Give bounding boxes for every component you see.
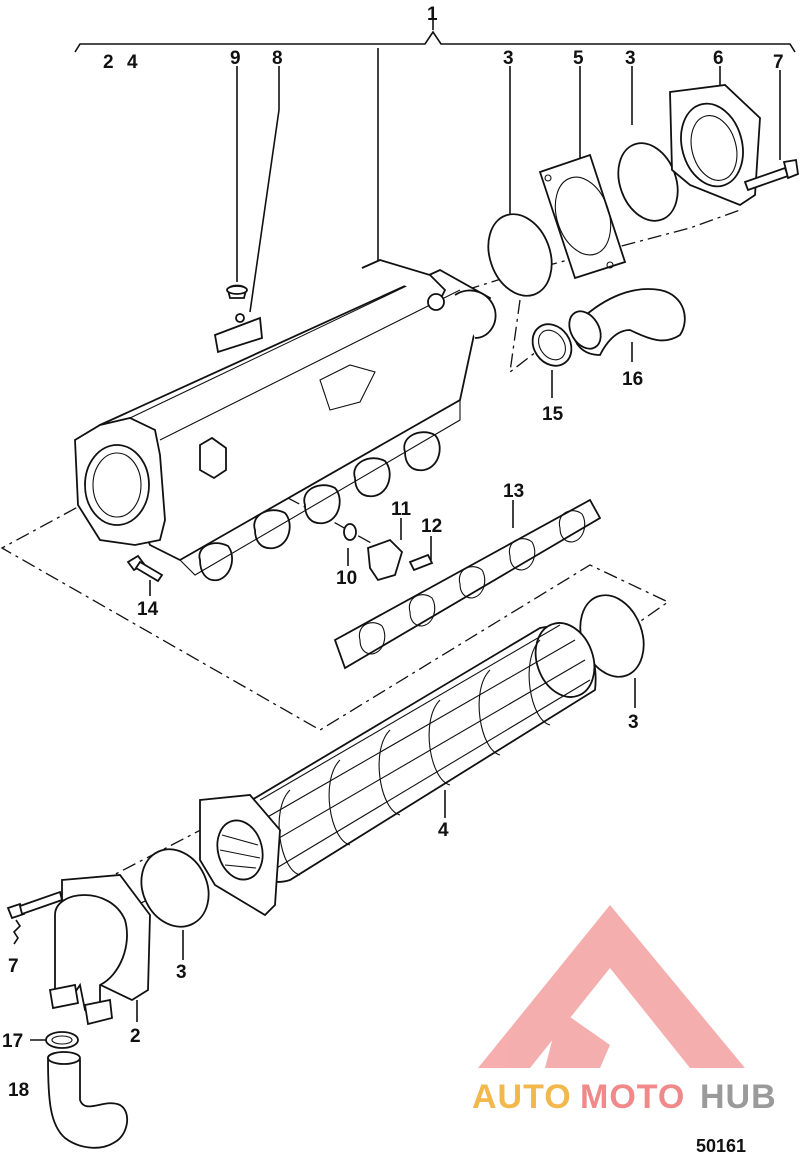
heat-exchanger-core xyxy=(233,622,597,883)
o-ring-bottom xyxy=(140,848,210,928)
callout-18: 18 xyxy=(8,1080,29,1101)
callout-3-a: 3 xyxy=(503,48,514,69)
exhaust-manifold xyxy=(74,259,497,562)
callout-7-top: 7 xyxy=(773,52,784,73)
callout-7-bottom: 7 xyxy=(8,956,19,977)
heat-exchanger-flange xyxy=(199,794,281,917)
watermark-text-auto: AUTO xyxy=(472,1078,572,1116)
callout-9: 9 xyxy=(230,48,241,69)
end-cover xyxy=(48,874,151,1026)
callout-2-bottom: 2 xyxy=(130,1026,141,1047)
callout-2: 2 xyxy=(103,52,114,73)
watermark-text-hub: HUB xyxy=(700,1078,777,1116)
hose-clamp-lower xyxy=(45,1031,79,1049)
callout-14: 14 xyxy=(137,599,159,620)
watermark-text-moto: MOTO xyxy=(580,1078,685,1116)
callout-1: 1 xyxy=(427,4,438,25)
callout-3-b: 3 xyxy=(625,48,636,69)
callout-8: 8 xyxy=(272,48,283,69)
callout-4-top: 4 xyxy=(127,52,138,73)
callout-11: 11 xyxy=(391,499,412,520)
flange-gasket xyxy=(538,153,627,280)
bolt-top xyxy=(743,158,799,192)
callout-10: 10 xyxy=(336,568,357,589)
hose-lower xyxy=(47,1051,129,1149)
hose-upper xyxy=(568,288,686,356)
assembly-bracket xyxy=(74,18,796,53)
hose-clamp-upper xyxy=(531,323,573,367)
callout-15: 15 xyxy=(542,404,564,425)
callout-3-c: 3 xyxy=(628,712,639,733)
callout-12: 12 xyxy=(421,516,442,537)
o-ring-top xyxy=(487,213,553,297)
end-cap xyxy=(669,84,761,207)
callout-4: 4 xyxy=(438,820,449,841)
watermark-logo xyxy=(478,905,745,1068)
callout-6: 6 xyxy=(713,48,724,69)
bolt-manifold xyxy=(126,554,164,583)
temperature-sensor xyxy=(343,523,434,582)
bolt-bottom xyxy=(6,890,64,920)
manifold-ports xyxy=(179,400,461,582)
callout-17: 17 xyxy=(2,1031,23,1052)
callout-13: 13 xyxy=(503,481,524,502)
manifold-gasket xyxy=(333,498,602,670)
vent-cap xyxy=(226,284,248,323)
callout-16: 16 xyxy=(622,369,643,390)
leader-lines xyxy=(12,48,781,1074)
callout-3-d: 3 xyxy=(176,962,187,983)
callout-5: 5 xyxy=(573,48,584,69)
figure-number: 50161 xyxy=(696,1136,746,1156)
